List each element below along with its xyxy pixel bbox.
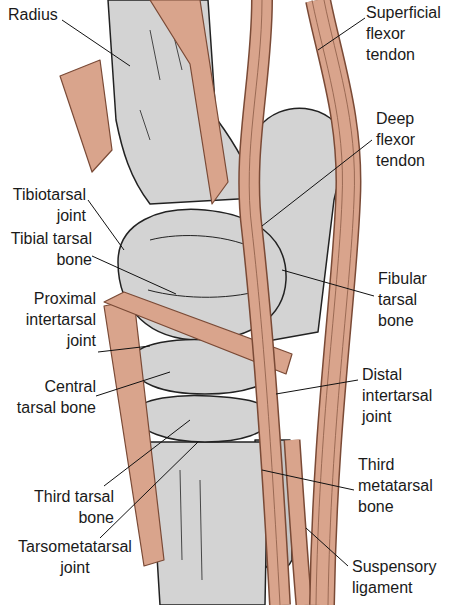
part-label: Fibular tarsal bone — [378, 268, 446, 331]
extensor-band — [150, 0, 228, 204]
tendon-fibre — [249, 0, 280, 605]
part-label: Superficial flexor tendon — [366, 2, 446, 65]
leader-line — [104, 420, 190, 486]
leader-line — [92, 256, 176, 294]
leader-line — [88, 200, 124, 250]
leader-line — [100, 442, 198, 538]
part-label: Proximal intertarsal joint — [4, 288, 96, 351]
part-label: Third metatarsal bone — [358, 454, 446, 517]
deep-flexor-tendon — [249, 0, 280, 605]
leader-line — [262, 470, 354, 490]
bone-texture — [180, 470, 202, 580]
tendon-fibre — [324, 0, 354, 605]
leader-line — [276, 380, 358, 394]
tendon-strip — [60, 60, 112, 172]
part-label: Deep flexor tendon — [376, 108, 446, 171]
third-tarsal-bone — [136, 396, 270, 442]
leader-line — [96, 372, 170, 396]
deep-flexor-tendon — [249, 0, 280, 605]
collateral-ligament — [104, 300, 164, 566]
suspensory-ligament — [292, 440, 304, 605]
part-label: Distal intertarsal joint — [362, 364, 446, 427]
part-label: Tibiotarsal joint — [2, 184, 86, 226]
part-label: Third tarsal bone — [14, 486, 114, 528]
part-label: Tarsometatarsal joint — [10, 536, 140, 578]
leader-line — [306, 528, 348, 566]
leader-line — [62, 20, 130, 66]
long-bone — [108, 0, 256, 204]
tendon-fibre — [312, 0, 342, 605]
part-label: Suspensory ligament — [352, 556, 446, 598]
part-label: Radius — [8, 4, 88, 25]
leader-line — [262, 140, 372, 226]
part-label: Central tarsal bone — [2, 376, 96, 418]
part-label: Tibial tarsal bone — [2, 228, 92, 270]
leader-line — [318, 18, 365, 50]
leader-line — [98, 346, 150, 352]
leader-line — [282, 270, 374, 296]
metatarsal-bone — [150, 442, 268, 605]
superficial-flexor-tendon — [318, 0, 348, 605]
superficial-flexor-tendon — [318, 0, 348, 605]
suspensory-ligament — [292, 440, 304, 605]
